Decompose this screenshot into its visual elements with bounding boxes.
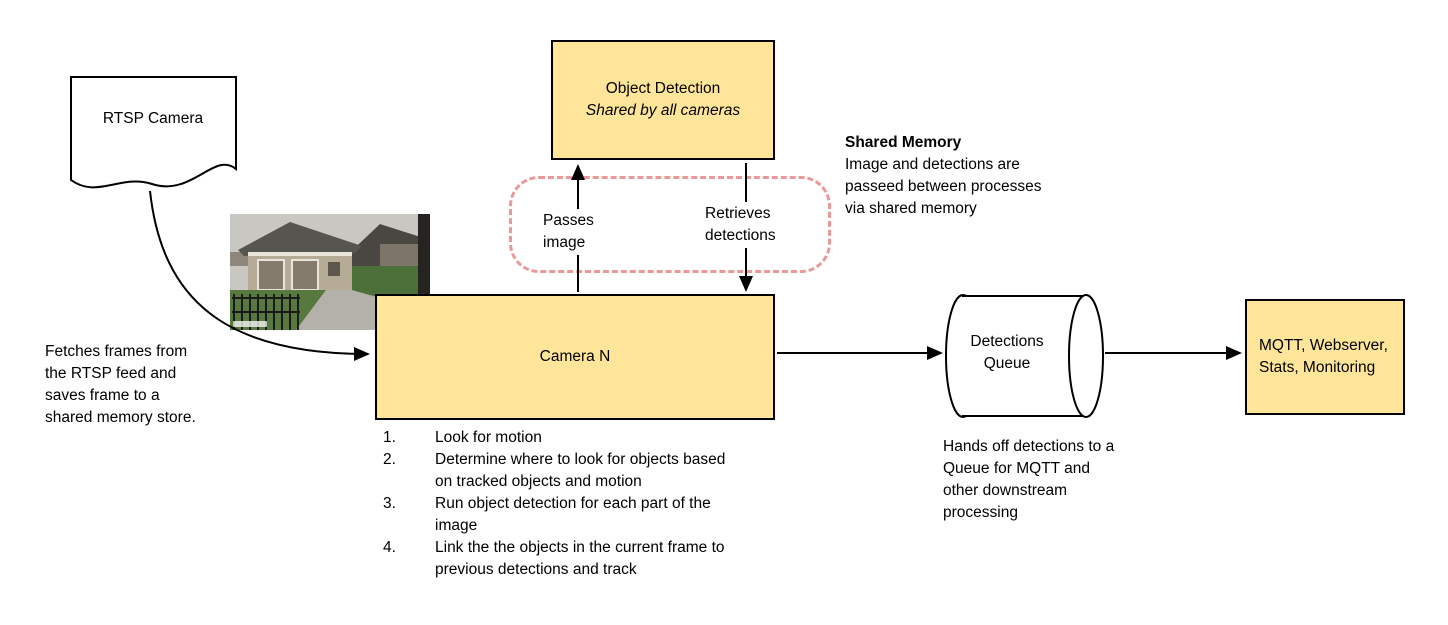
camera-n-steps-list: 1. Look for motion 2. Determine where to…: [383, 427, 753, 581]
snapshot-porch-post: [418, 214, 430, 300]
step-text: Link the the objects in the current fram…: [435, 539, 725, 578]
shared-memory-note: Shared Memory Image and detections are p…: [845, 132, 1060, 220]
shared-memory-note-title: Shared Memory: [845, 134, 962, 151]
camera-n-box: Camera N: [375, 294, 775, 420]
fetch-frames-note: Fetches frames from the RTSP feed and sa…: [45, 343, 196, 426]
object-detection-subtitle: Shared by all cameras: [585, 102, 741, 119]
step-text: Look for motion: [435, 429, 542, 446]
step-text: Run object detection for each part of th…: [435, 495, 711, 534]
rtsp-camera-label: RTSP Camera: [102, 110, 204, 127]
object-detection-box: Object Detection Shared by all cameras: [551, 40, 775, 160]
step-number: 4.: [383, 539, 396, 556]
outputs-label: MQTT, Webserver, Stats, Monitoring: [1259, 337, 1388, 376]
shared-memory-note-body: Image and detections are passeed between…: [845, 156, 1042, 217]
detections-queue-label: Detections Queue: [970, 333, 1044, 372]
step-item: 2. Determine where to look for objects b…: [383, 449, 753, 493]
step-item: 4. Link the the objects in the current f…: [383, 537, 753, 581]
step-number: 2.: [383, 451, 396, 468]
step-item: 1. Look for motion: [383, 427, 753, 449]
shared-memory-dashed-region: [509, 176, 831, 273]
object-detection-title: Object Detection: [605, 80, 721, 97]
step-number: 1.: [383, 429, 396, 446]
step-item: 3. Run object detection for each part of…: [383, 493, 753, 537]
outputs-box: MQTT, Webserver, Stats, Monitoring: [1245, 299, 1405, 415]
retrieves-detections-label: Retrieves detections: [703, 202, 791, 248]
step-number: 3.: [383, 495, 396, 512]
step-text: Determine where to look for objects base…: [435, 451, 726, 490]
passes-image-label: Passes image: [541, 209, 603, 255]
rtsp-camera-document-shape: [70, 76, 237, 189]
detections-queue-note: Hands off detections to a Queue for MQTT…: [943, 438, 1115, 521]
snapshot-timestamp-overlay: [233, 321, 267, 327]
camera-n-label: Camera N: [539, 348, 611, 365]
